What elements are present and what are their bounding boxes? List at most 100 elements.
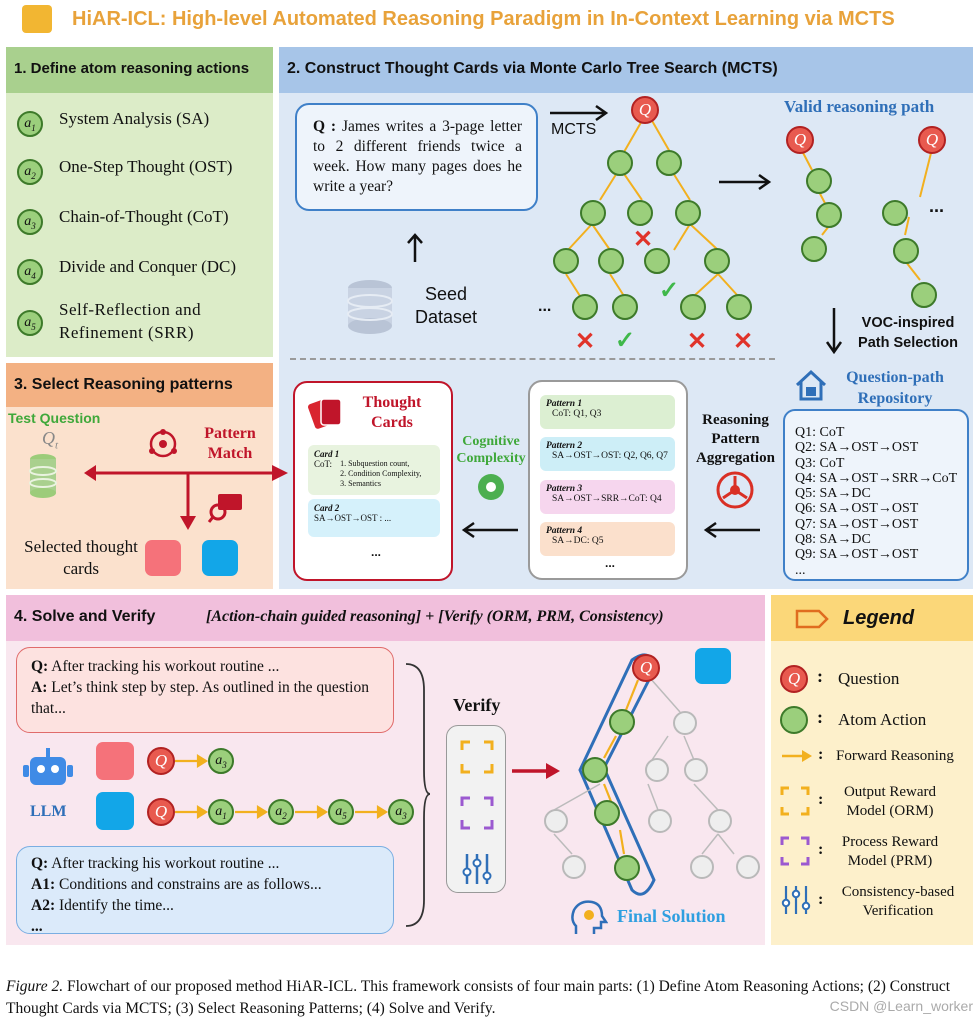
fail-mark-icon: ✕: [687, 328, 708, 355]
box2-answer-1: Conditions and constrains are as follows…: [58, 876, 322, 893]
chain-question: Q: [147, 798, 175, 826]
legend-colon: :: [818, 841, 824, 858]
box2-more: ...: [31, 918, 43, 935]
legend-atom-label: Atom Action: [838, 710, 927, 729]
panel-1-title: 1. Define atom reasoning actions: [14, 60, 250, 77]
question-prefix: Q :: [313, 118, 337, 135]
repository-title: Question-path Repository: [846, 369, 944, 407]
panel-4-subtitle: [Action-chain guided reasoning] + [Verif…: [206, 608, 664, 625]
box1-question: After tracking his workout routine ...: [51, 658, 280, 675]
brace-icon: [405, 663, 431, 927]
figure-title: HiAR-ICL: High-level Automated Reasoning…: [72, 8, 895, 30]
atom-subscript: 5: [342, 810, 347, 821]
final-solution-label: Final Solution: [617, 906, 726, 926]
app-logo-icon: [22, 5, 52, 33]
panel-define-actions: [6, 47, 273, 357]
box2-question: After tracking his workout routine ...: [51, 855, 280, 872]
forward-arrow-icon: [782, 750, 812, 762]
legend-consistency-label: Consistency-based Verification: [841, 884, 955, 919]
mcts-node: [580, 200, 606, 226]
mcts-node: [704, 248, 730, 274]
atom-action-icon: a3: [17, 209, 43, 235]
chain-action-node: a1: [208, 799, 234, 825]
atom-subscript: 2: [282, 810, 287, 821]
valid-ellipsis: ...: [929, 196, 945, 216]
legend-orm-label: Output Reward Model (ORM): [843, 784, 937, 819]
final-tree-grey-node: [544, 809, 568, 833]
watermark: CSDN @Learn_worker: [829, 998, 973, 1014]
legend-title: Legend: [843, 607, 915, 629]
left-arrow-icon: [703, 521, 760, 539]
box1-a-label: A:: [31, 679, 48, 696]
chain-action-node: a5: [328, 799, 354, 825]
atom-symbol: a: [275, 804, 283, 819]
card-1-prefix: CoT:: [314, 459, 333, 469]
pattern-value: SA→DC: Q5: [552, 536, 604, 546]
final-path-node: [582, 757, 608, 783]
chain-action-node: a3: [388, 799, 414, 825]
repository-entry: Q2: SA→OST→OST: [795, 440, 919, 456]
final-tree-grey-node: [562, 855, 586, 879]
database-icon: [347, 280, 393, 334]
card-2-name: Card 2: [314, 503, 340, 513]
fail-mark-icon: ✕: [575, 328, 596, 355]
chain-card-blue: [96, 792, 134, 830]
legend-colon: :: [817, 707, 823, 727]
repository-entry: Q4: SA→OST→SRR→CoT: [795, 470, 958, 486]
box2-a1-label: A1:: [31, 876, 56, 893]
mcts-tree: [565, 111, 739, 297]
valid-path-node: [801, 236, 827, 262]
card-search-icon: [207, 494, 242, 523]
atom-action-icon: a1: [17, 111, 43, 137]
atom-subscript: 4: [31, 270, 36, 281]
reasoning-box-2: Q: After tracking his workout routine ..…: [16, 846, 394, 935]
legend-prm-label: Process Reward Model (PRM): [841, 834, 939, 869]
aggregation-label: Reasoning Pattern Aggregation: [696, 412, 775, 466]
mcts-node: [680, 294, 706, 320]
right-arrow-icon: [719, 173, 772, 191]
chain-question: Q: [147, 747, 175, 775]
aggregation-icon: [716, 471, 754, 509]
down-arrow-icon: [825, 308, 843, 354]
mcts-node: [553, 248, 579, 274]
selected-cards-label: Selected thought cards: [24, 537, 138, 578]
atom-action-label: Divide and Conquer (DC): [59, 257, 237, 276]
atom-action-label: One-Step Thought (OST): [59, 157, 233, 176]
valid-path-node: [882, 200, 908, 226]
repository-entry: ...: [795, 562, 806, 578]
card-2-value: SA→OST→OST : ...: [314, 513, 392, 523]
panel-4-header: 4. Solve and Verify [Action-chain guided…: [6, 595, 765, 641]
valid-path-node: [893, 238, 919, 264]
pattern-value: SA→OST→OST: Q2, Q6, Q7: [552, 451, 668, 461]
legend-colon: :: [818, 891, 824, 908]
robot-icon: [23, 748, 73, 785]
pattern-value: CoT: Q1, Q3: [552, 409, 602, 419]
voc-selection-label: VOC-inspired Path Selection: [858, 315, 958, 351]
legend-atom-icon: [780, 706, 808, 734]
legend-colon: :: [817, 666, 823, 686]
box1-q-label: Q:: [31, 658, 49, 675]
thought-cards-box: Thought Cards Card 1 CoT:1. Subquestion …: [293, 381, 453, 581]
atom-symbol: a: [335, 804, 343, 819]
card-1-item: 2. Condition Complexity,: [340, 469, 422, 478]
panel-3-title: 3. Select Reasoning patterns: [14, 376, 233, 393]
mcts-label: MCTS: [551, 121, 597, 138]
mcts-node: [612, 294, 638, 320]
fail-mark-icon: ✕: [633, 226, 654, 253]
qt-symbol: Qt: [42, 428, 58, 452]
pattern-name: Pattern 3: [546, 484, 583, 494]
atom-subscript: 2: [31, 170, 36, 181]
repository-entry: Q1: CoT: [795, 425, 845, 440]
legend-prm-icon: [780, 836, 810, 866]
legend-question-icon: Q: [780, 665, 808, 693]
atom-action-label: Self-Reflection and Refinement (SRR): [59, 300, 202, 342]
qt-subscript: t: [55, 439, 59, 452]
atom-symbol: a: [24, 164, 32, 179]
repository-entry: Q6: SA→OST→OST: [795, 501, 919, 517]
final-card-blue: [695, 648, 731, 684]
box2-answer-2: Identify the time...: [58, 897, 174, 914]
